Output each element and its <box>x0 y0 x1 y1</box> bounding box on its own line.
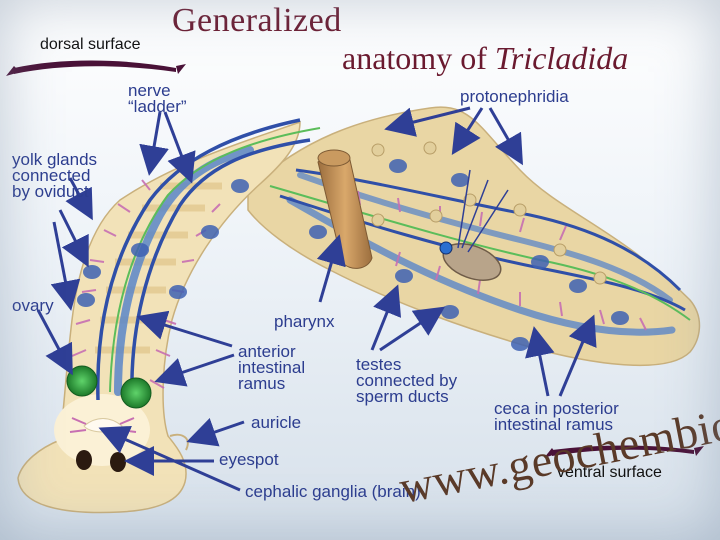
label-pharynx: pharynx <box>274 312 335 331</box>
label-yolk-glands: yolk glands connected by oviduct <box>12 150 98 201</box>
dorsal-surface-label: dorsal surface <box>40 36 141 53</box>
ventral-banner <box>544 445 704 458</box>
title-taxon: Tricladida <box>494 40 629 76</box>
label-ovary: ovary <box>12 296 54 315</box>
label-eyespot: eyespot <box>219 450 279 469</box>
label-auricle: auricle <box>251 413 302 432</box>
diagram-title-line2: anatomy of Tricladida <box>342 40 628 77</box>
label-protonephridia: protonephridia <box>460 87 569 106</box>
label-ceca: ceca in posterior intestinal ramus <box>494 399 619 434</box>
label-anterior-intestinal-ramus: anterior intestinal ramus <box>238 342 306 393</box>
pharynx-tube <box>317 149 373 269</box>
label-testes: testes connected by sperm ducts <box>356 355 458 406</box>
dorsal-banner <box>6 60 186 76</box>
label-cephalic-ganglia: cephalic ganglia (brain) <box>245 482 421 501</box>
title-prefix: anatomy of <box>342 40 495 76</box>
ventral-surface-label: ventral surface <box>557 464 662 481</box>
diagram-title-line1: Generalized <box>172 2 342 39</box>
pointer-arrows <box>36 106 597 492</box>
label-nerve-ladder: nerve “ladder” <box>128 81 187 116</box>
